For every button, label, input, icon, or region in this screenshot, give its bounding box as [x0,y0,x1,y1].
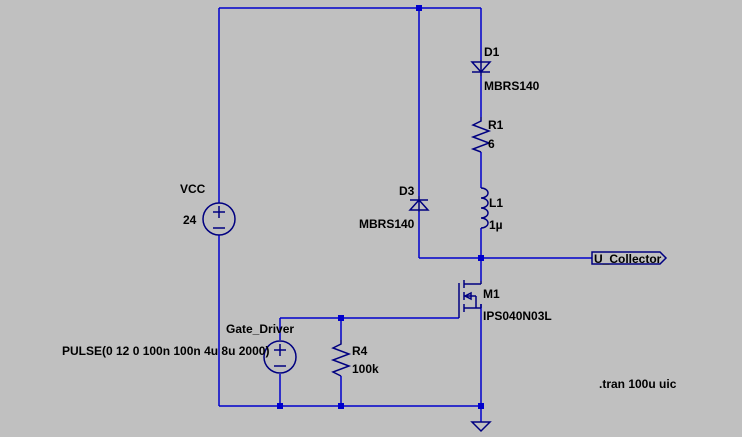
m1-value-label: IPS040N03L [483,309,552,323]
vcc-name-label: VCC [180,182,206,196]
diode-icon[interactable] [470,60,492,76]
m1-name-label: M1 [483,287,500,301]
l1-name-label: L1 [489,196,504,210]
resistor-icon[interactable] [330,340,352,377]
r4-name-label: R4 [352,344,368,358]
nmos-transistor-icon[interactable] [458,280,482,318]
d3-name-label: D3 [399,184,415,198]
voltage-source-icon[interactable] [202,202,236,236]
d3-value-label: MBRS140 [359,217,415,231]
net-label-flag[interactable] [591,251,668,265]
diode-icon[interactable] [408,196,430,212]
gate-driver-value-label: PULSE(0 12 0 100n 100n 4u 8u 2000) [62,344,270,358]
l1-value-label: 1µ [489,218,503,232]
r4-value-label: 100k [352,362,379,376]
junction-dot-icon [338,403,344,409]
vcc-value-label: 24 [183,213,197,227]
r1-value-label: 6 [488,137,495,151]
junction-dot-icon [416,5,422,11]
junction-dot-icon [478,403,484,409]
junction-dot-icon [478,255,484,261]
resistor-icon[interactable] [470,117,492,153]
gate-driver-name-label: Gate_Driver [226,322,295,336]
junction-dot-icon [338,315,344,321]
ground-icon [470,421,492,433]
wires [218,7,592,422]
spice-directive[interactable]: .tran 100u uic [599,377,677,391]
r1-name-label: R1 [488,118,504,132]
junctions [277,5,484,409]
d1-name-label: D1 [484,45,500,59]
d1-value-label: MBRS140 [484,79,540,93]
inductor-icon[interactable] [480,187,489,229]
u-collector-net-label[interactable]: U_Collector [594,252,662,266]
pulse-source-icon[interactable] [263,340,297,374]
junction-dot-icon [277,403,283,409]
